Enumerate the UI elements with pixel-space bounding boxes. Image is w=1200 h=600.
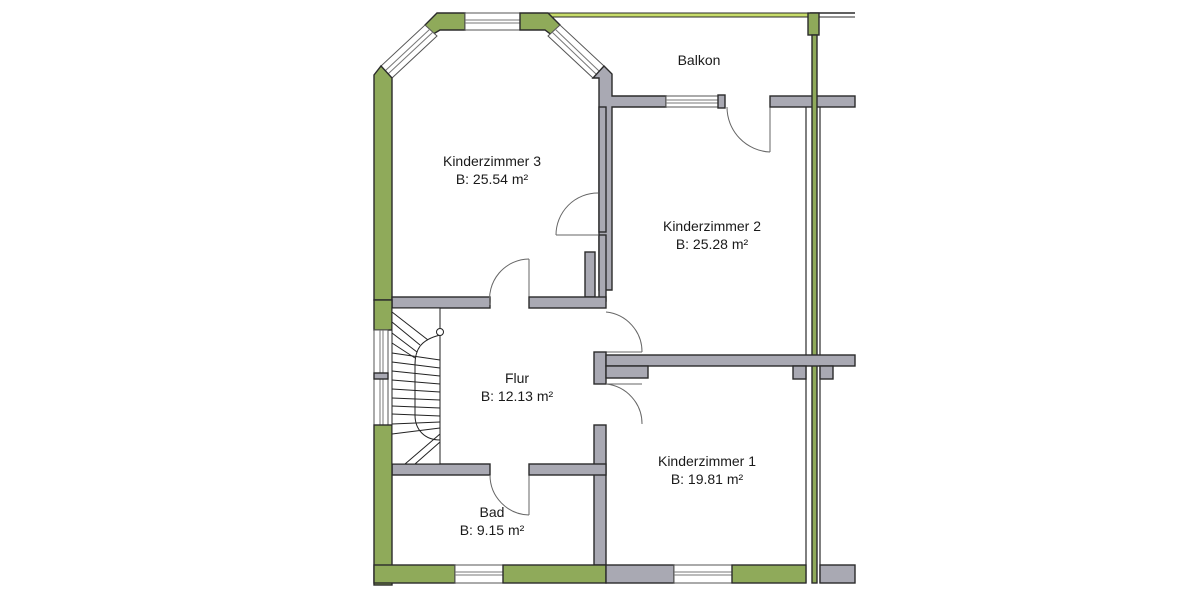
room-area: B: 25.28 m² [675, 236, 749, 252]
bottom-exterior-wall [373, 564, 856, 584]
room-label-kinderzimmer-1: Kinderzimmer 1 B: 19.81 m² [658, 452, 756, 488]
left-exterior-wall [373, 299, 393, 586]
room-area: B: 25.54 m² [455, 171, 529, 187]
room-label-balkon: Balkon [678, 51, 721, 69]
room-area: B: 12.13 m² [480, 388, 554, 404]
room-name: Flur [504, 370, 530, 386]
interior-walls [391, 106, 856, 566]
room-name: Bad [479, 504, 505, 520]
staircase [391, 307, 444, 465]
room-name: Balkon [677, 52, 721, 68]
balcony-door [665, 94, 856, 153]
room-label-bad: Bad B: 9.15 m² [460, 503, 525, 539]
room-label-kinderzimmer-3: Kinderzimmer 3 B: 25.54 m² [443, 152, 541, 188]
room-name: Kinderzimmer 3 [442, 153, 542, 169]
room-area: B: 9.15 m² [459, 522, 525, 538]
room-label-kinderzimmer-2: Kinderzimmer 2 B: 25.28 m² [663, 217, 761, 253]
room-area: B: 19.81 m² [670, 471, 744, 487]
room-name: Kinderzimmer 1 [657, 453, 757, 469]
room-name: Kinderzimmer 2 [662, 218, 762, 234]
room-label-flur: Flur B: 12.13 m² [481, 369, 553, 405]
right-exterior-wall [805, 12, 821, 584]
bay-walls [373, 12, 667, 301]
